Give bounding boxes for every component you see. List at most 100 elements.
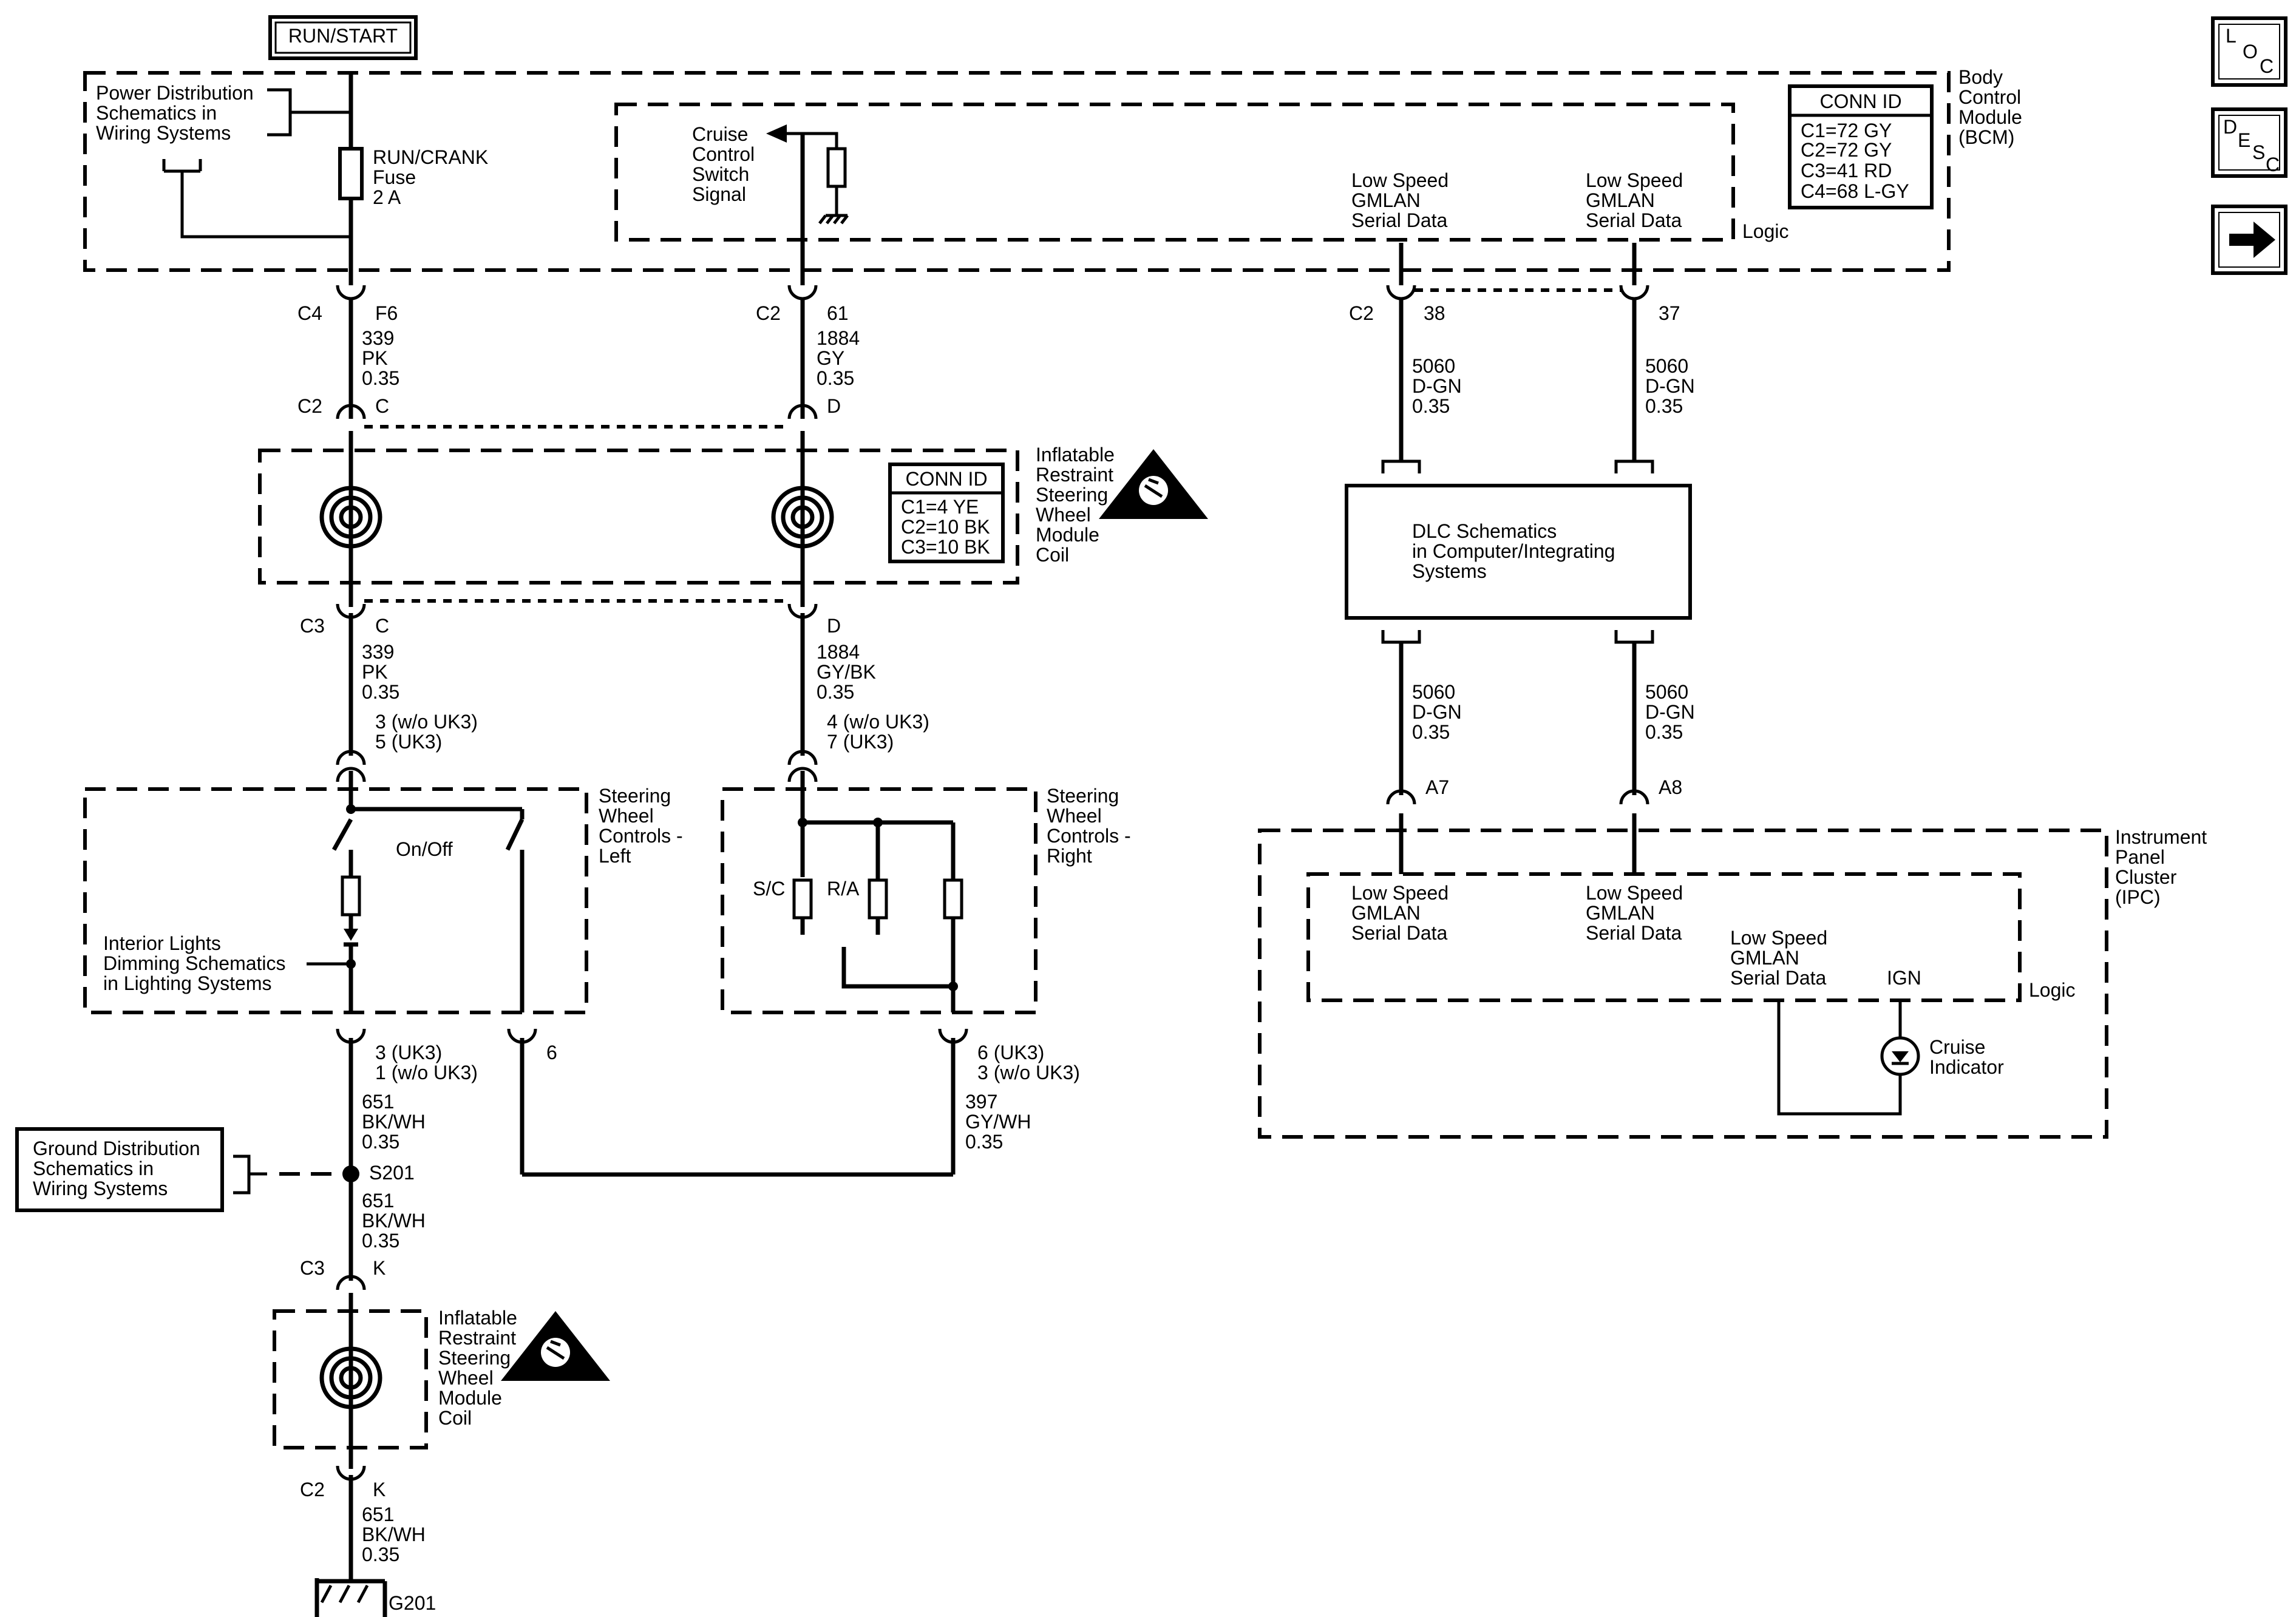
svg-text:GY/BK: GY/BK	[817, 661, 876, 683]
gmlan-wires-upper: C2 38 5060 D-GN 0.35 37 5060 D-GN 0.35	[1349, 243, 1695, 473]
svg-text:651: 651	[362, 1091, 394, 1113]
svg-text:C4: C4	[297, 302, 322, 324]
svg-text:C: C	[375, 615, 389, 637]
svg-text:5060: 5060	[1645, 681, 1688, 703]
svg-text:Controls -: Controls -	[599, 825, 683, 847]
svg-text:Wheel: Wheel	[1047, 805, 1102, 827]
svg-text:Right: Right	[1047, 845, 1092, 867]
description-button[interactable]: D E S C	[2211, 107, 2288, 178]
svg-text:Low Speed: Low Speed	[1730, 927, 1827, 949]
svg-text:Serial Data: Serial Data	[1586, 209, 1682, 231]
svg-text:6 (UK3): 6 (UK3)	[977, 1042, 1044, 1063]
svg-text:5060: 5060	[1412, 681, 1455, 703]
svg-text:GMLAN: GMLAN	[1351, 189, 1421, 211]
svg-text:K: K	[373, 1479, 385, 1500]
steering-wheel-controls-left: Steering Wheel Controls - Left On/Off In…	[83, 771, 683, 1014]
svg-text:C4=68 L-GY: C4=68 L-GY	[1801, 180, 1909, 202]
svg-text:Ground Distribution: Ground Distribution	[33, 1137, 200, 1159]
svg-text:Restraint: Restraint	[438, 1327, 516, 1349]
svg-text:Steering: Steering	[599, 785, 671, 807]
svg-text:Low Speed: Low Speed	[1351, 882, 1449, 904]
svg-text:Coil: Coil	[438, 1407, 472, 1429]
svg-text:RUN/START: RUN/START	[288, 25, 398, 47]
svg-text:Dimming Schematics: Dimming Schematics	[103, 952, 286, 974]
svg-text:PK: PK	[362, 347, 388, 369]
svg-text:1884: 1884	[817, 641, 860, 663]
svg-text:2 A: 2 A	[373, 186, 401, 208]
svg-text:E: E	[2238, 129, 2250, 151]
svg-text:38: 38	[1424, 302, 1445, 324]
svg-text:Restraint: Restraint	[1036, 464, 1113, 486]
ground-distribution-reference: Ground Distribution Schematics in Wiring…	[15, 1127, 342, 1212]
bcm-conn-id-table: CONN ID C1=72 GY C2=72 GY C3=41 RD C4=68…	[1788, 84, 1934, 209]
svg-text:GMLAN: GMLAN	[1730, 947, 1799, 969]
svg-text:C1=4 YE: C1=4 YE	[901, 496, 979, 518]
next-page-button[interactable]	[2211, 205, 2288, 275]
svg-text:F6: F6	[375, 302, 398, 324]
svg-text:Body: Body	[1958, 66, 2003, 88]
svg-text:DLC Schematics: DLC Schematics	[1412, 520, 1557, 542]
svg-text:in Lighting Systems: in Lighting Systems	[103, 972, 271, 994]
svg-text:Module: Module	[1958, 106, 2022, 128]
svg-text:D-GN: D-GN	[1412, 701, 1462, 723]
svg-text:C2: C2	[297, 395, 322, 417]
svg-text:D: D	[827, 615, 841, 637]
svg-text:Module: Module	[438, 1387, 502, 1409]
svg-text:Switch: Switch	[692, 163, 749, 185]
bcm-gmlan-labels: Low Speed GMLAN Serial Data Low Speed GM…	[1351, 169, 1683, 231]
svg-text:651: 651	[362, 1503, 394, 1525]
svg-text:Steering: Steering	[1047, 785, 1119, 807]
svg-text:D-GN: D-GN	[1645, 701, 1695, 723]
svg-text:Cruise: Cruise	[1929, 1036, 1985, 1058]
svg-text:D: D	[2223, 116, 2237, 138]
svg-text:Cruise: Cruise	[692, 123, 748, 145]
svg-text:0.35: 0.35	[1412, 721, 1450, 743]
svg-text:0.35: 0.35	[1645, 395, 1683, 417]
svg-text:Left: Left	[599, 845, 631, 867]
svg-text:S: S	[2252, 141, 2265, 163]
svg-text:C2=72 GY: C2=72 GY	[1801, 139, 1892, 161]
svg-text:C2=10 BK: C2=10 BK	[901, 516, 990, 538]
coil-icon	[319, 1293, 382, 1469]
wire-339-pk-lower: C3 C 339 PK 0.35 3 (w/o UK3) 5 (UK3)	[300, 603, 478, 765]
svg-text:O: O	[2243, 41, 2258, 63]
svg-text:Serial Data: Serial Data	[1730, 967, 1827, 989]
cruise-control-switch-signal: Cruise Control Switch Signal	[692, 123, 849, 225]
svg-text:Control: Control	[1958, 86, 2021, 108]
svg-text:Controls -: Controls -	[1047, 825, 1131, 847]
svg-text:K: K	[373, 1257, 385, 1279]
svg-text:A8: A8	[1659, 776, 1682, 798]
svg-text:0.35: 0.35	[362, 367, 399, 389]
svg-text:C2: C2	[756, 302, 781, 324]
svg-text:37: 37	[1659, 302, 1680, 324]
svg-text:1 (w/o UK3): 1 (w/o UK3)	[375, 1062, 478, 1083]
svg-text:Control: Control	[692, 143, 755, 165]
svg-text:Systems: Systems	[1412, 560, 1487, 582]
svg-text:Wheel: Wheel	[1036, 504, 1091, 526]
svg-text:0.35: 0.35	[362, 1544, 399, 1565]
svg-text:S201: S201	[369, 1162, 415, 1184]
svg-text:Low Speed: Low Speed	[1586, 169, 1683, 191]
svg-text:0.35: 0.35	[1645, 721, 1683, 743]
svg-text:C3: C3	[300, 1257, 325, 1279]
svg-text:R/A: R/A	[827, 878, 860, 900]
svg-text:S/C: S/C	[753, 878, 785, 900]
location-button[interactable]: L O C	[2211, 16, 2288, 87]
svg-text:Inflatable: Inflatable	[438, 1307, 517, 1329]
run-start-title: RUN/START	[268, 15, 418, 60]
svg-text:Instrument: Instrument	[2115, 826, 2207, 848]
dlc-schematics-reference: DLC Schematics in Computer/Integrating S…	[1345, 484, 1692, 620]
wire-1884-gy-bk: D 1884 GY/BK 0.35 4 (w/o UK3) 7 (UK3)	[787, 603, 929, 765]
airbag-warning-icon	[1099, 449, 1208, 519]
svg-text:(IPC): (IPC)	[2115, 886, 2161, 908]
svg-text:L: L	[2226, 25, 2237, 47]
svg-text:339: 339	[362, 327, 394, 349]
svg-text:Steering: Steering	[438, 1347, 511, 1369]
svg-text:4 (w/o UK3): 4 (w/o UK3)	[827, 711, 929, 733]
svg-text:Fuse: Fuse	[373, 166, 416, 188]
svg-text:BK/WH: BK/WH	[362, 1111, 426, 1133]
svg-text:Coil: Coil	[1036, 544, 1069, 566]
steering-wheel-controls-right: Steering Wheel Controls - Right S/C R/A	[721, 771, 1131, 1014]
svg-text:Serial Data: Serial Data	[1351, 922, 1448, 944]
